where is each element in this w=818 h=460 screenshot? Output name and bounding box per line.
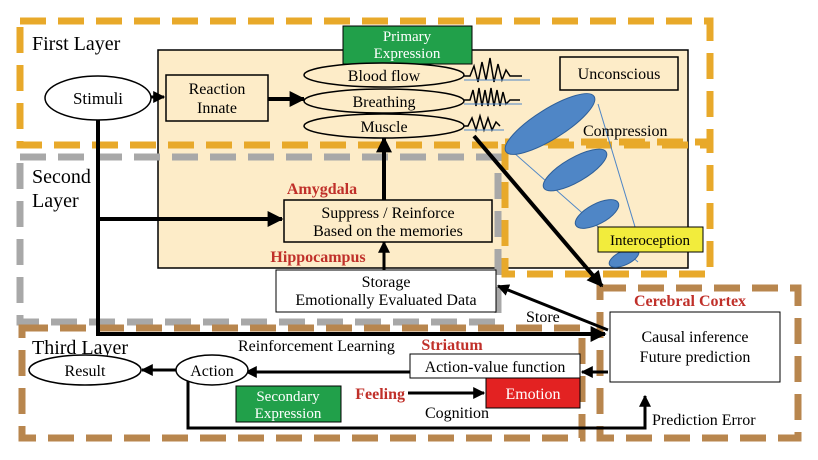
suppress-reinforce-box xyxy=(283,199,493,243)
breathing-label: Breathing xyxy=(352,94,415,111)
action-value-box xyxy=(409,353,581,379)
memories-label: Based on the memories xyxy=(313,223,463,240)
stimuli-label: Stimuli xyxy=(73,89,123,108)
signal-waveforms xyxy=(464,57,530,133)
blood-flow-wave xyxy=(464,57,522,83)
result-node xyxy=(28,354,142,386)
prediction-error-path xyxy=(186,380,651,430)
action-value-label: Action-value function xyxy=(425,359,566,376)
secondary-label: Secondary xyxy=(256,389,320,405)
reaction-innate-box xyxy=(165,74,269,122)
second-layer-label-1: Second xyxy=(32,166,91,188)
reaction-label: Reaction xyxy=(189,81,246,98)
third-layer-label: Third Layer xyxy=(32,337,128,359)
action-node xyxy=(175,354,249,386)
interoception-box xyxy=(597,226,704,253)
storage-box xyxy=(275,269,497,313)
compression-funnel xyxy=(504,93,643,268)
prediction-error-label: Prediction Error xyxy=(652,412,756,429)
secondary-expression-label: Expression xyxy=(255,406,322,422)
primary-label: Primary xyxy=(383,29,432,45)
amygdala-label: Amygdala xyxy=(287,181,357,198)
storage-label: Storage xyxy=(362,274,411,291)
hippocampus-label: Hippocampus xyxy=(270,249,365,266)
arrow-muscle-cortex xyxy=(472,134,604,288)
arrow-cortex-storage xyxy=(496,284,609,332)
expression-label: Expression xyxy=(374,46,441,62)
blood-flow-node xyxy=(303,62,465,88)
second-layer-label-2: Layer xyxy=(32,190,79,212)
first-layer-right-extension xyxy=(501,138,714,278)
unconscious-box xyxy=(559,56,679,91)
third-layer-frame xyxy=(18,324,586,442)
breathing-wave xyxy=(464,87,520,107)
line-to-causal-top xyxy=(96,314,607,342)
causal-inference-box xyxy=(609,311,781,383)
cerebral-cortex-frame xyxy=(596,284,802,442)
evaluated-data-label: Emotionally Evaluated Data xyxy=(295,292,476,309)
cognition-label: Cognition xyxy=(425,405,489,422)
suppress-label: Suppress / Reinforce xyxy=(321,205,454,222)
second-layer-frame xyxy=(16,153,502,326)
compression-label: Compression xyxy=(583,123,667,140)
first-layer-frame xyxy=(16,17,714,149)
compression-ellipse-2 xyxy=(542,148,608,192)
feeling-label: Feeling xyxy=(355,386,405,403)
emotion-box xyxy=(485,377,581,409)
reinforcement-learning-label: Reinforcement Learning xyxy=(238,338,395,355)
breathing-node xyxy=(303,88,465,114)
first-layer-label: First Layer xyxy=(32,33,121,55)
causal-inference-label: Causal inference xyxy=(641,329,748,346)
striatum-label: Striatum xyxy=(421,337,483,354)
result-label: Result xyxy=(65,363,106,380)
muscle-wave xyxy=(464,113,501,133)
store-label: Store xyxy=(526,309,560,326)
innate-label: Innate xyxy=(197,100,237,117)
compression-ellipse-1 xyxy=(504,93,596,155)
compression-ellipse-3 xyxy=(574,199,620,229)
cerebral-cortex-label: Cerebral Cortex xyxy=(634,293,746,310)
unconscious-label: Unconscious xyxy=(578,66,661,83)
muscle-label: Muscle xyxy=(360,119,407,136)
action-label: Action xyxy=(190,363,234,380)
blood-flow-label: Blood flow xyxy=(348,68,421,85)
interoception-label: Interoception xyxy=(610,233,690,249)
emotion-label: Emotion xyxy=(505,386,560,403)
stimuli-node xyxy=(44,75,152,121)
future-prediction-label: Future prediction xyxy=(640,349,751,366)
secondary-expression-box xyxy=(235,385,342,423)
